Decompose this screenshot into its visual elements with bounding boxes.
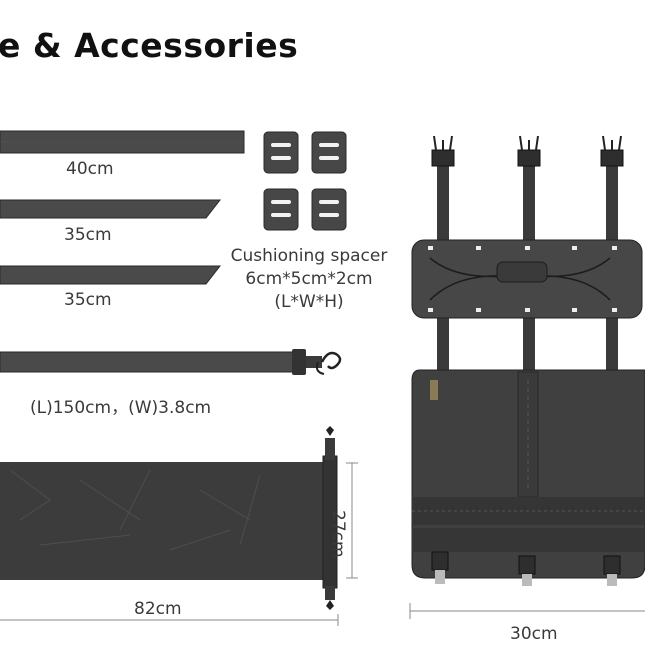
seat-panel [411, 135, 645, 586]
bag-height-label: 27cm [328, 510, 348, 558]
roll-bag [0, 426, 338, 610]
panel-dimension-lines [409, 603, 645, 619]
cushion-spacers [263, 131, 347, 231]
strap-40cm-label: 40cm [66, 159, 114, 179]
strap-40cm [0, 130, 245, 154]
strap-35cm-b [0, 265, 222, 285]
strap-35cm-a-label: 35cm [64, 225, 112, 245]
strap-35cm-b-label: 35cm [64, 290, 112, 310]
panel-width-label: 30cm [510, 624, 558, 644]
long-strap-label: (L)150cm，(W)3.8cm [30, 398, 212, 418]
spacer-size-label: 6cm*5cm*2cm [245, 269, 373, 289]
page-title: e & Accessories [0, 26, 299, 65]
bag-dimension-lines [0, 462, 358, 626]
spacer-dims-label: (L*W*H) [274, 292, 344, 312]
long-strap-with-hook [0, 349, 342, 375]
spacer-name-label: Cushioning spacer [230, 246, 388, 266]
bag-width-label: 82cm [134, 599, 182, 619]
strap-35cm-a [0, 199, 222, 219]
